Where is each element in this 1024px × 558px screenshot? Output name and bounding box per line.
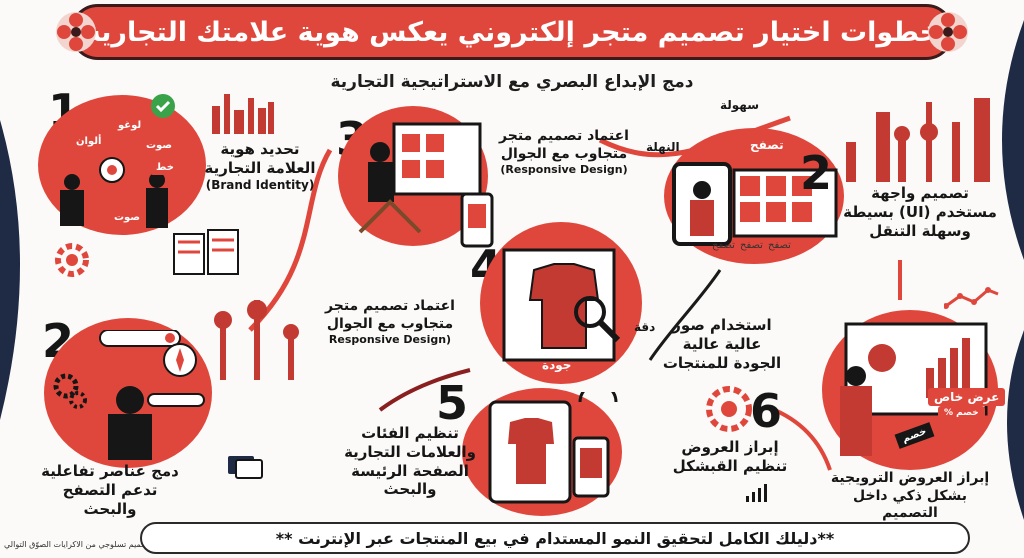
flower-icon (928, 12, 968, 52)
gear-icon (55, 243, 89, 277)
step2ui-text: تصميم واجهة مستخدم (UI) بسيطة وسهلة التن… (843, 184, 997, 240)
tag-colors: ألوان (70, 134, 108, 149)
quality-tag-precision: دقة (634, 320, 656, 334)
cards-icon (228, 456, 263, 479)
interactive-elements-illustration (99, 330, 205, 460)
promo-text: إبراز العروض الترويجية بشكل ذكي داخل الت… (830, 470, 990, 521)
page-title: خطوات اختيار تصميم متجر إلكتروني يعكس هو… (84, 16, 940, 48)
step1-text: تحديد هوية العلامة التجارية (Brand Ident… (204, 140, 316, 192)
step2-text: دمج عناصر تفاعلية تدعم التصفح والبحث (41, 462, 179, 518)
bars-icon (746, 484, 767, 502)
credit-text: تصميم تسلوجي من الاكرايات الصوّق التوالي (4, 540, 151, 549)
ui-design-illustration (672, 162, 838, 246)
skyline-icon (212, 94, 274, 134)
footer-text: **دليلك الكامل لتحقيق النمو المستدام في … (275, 528, 835, 548)
step-number: 5 (436, 376, 469, 430)
gears-icon (53, 373, 87, 409)
trend-icon (944, 287, 999, 309)
tag-font: خط (150, 160, 180, 175)
quality-tag: جودة (542, 358, 572, 372)
tab-browse: تصفح (750, 138, 784, 152)
tag-sound: صوت (140, 138, 178, 153)
step-number: 2 (800, 146, 833, 200)
step4-text: اعتماد تصميم متجر متجاوب مع الجوال (Resp… (325, 298, 455, 346)
promotions-illustration (840, 322, 988, 456)
step-number: 6 (750, 384, 783, 438)
tag-nahla: النهلة (646, 140, 680, 154)
promo-badge-sub: خصم % (938, 406, 985, 420)
categories-illustration (488, 392, 618, 504)
browse-label: تصفح (740, 240, 763, 251)
flower-icon (56, 12, 96, 52)
tag-sound-2: صوت (108, 210, 146, 225)
title-banner: خطوات اختيار تصميم متجر إلكتروني يعكس هو… (70, 4, 954, 60)
compass-icon (706, 386, 752, 432)
footer-banner: **دليلك الكامل لتحقيق النمو المستدام في … (140, 522, 970, 554)
promo-badge: عرض خاص (928, 388, 1006, 406)
browse-label: تصفح (712, 240, 735, 251)
step6-text: إبراز العروض تنظيم القبشكل (672, 438, 788, 475)
skyline-right-icon (846, 98, 990, 182)
images-caption: استخدام صور عالية عالية الجودة للمنتجات (662, 316, 782, 372)
brand-identity-illustration (60, 157, 168, 228)
step5-text: تنظيم الفئات والعلامات التجارية الصفحة ا… (344, 424, 476, 499)
step3-text: اعتماد تصميم متجر متجاوب مع الجوال (Resp… (499, 128, 629, 176)
responsive-design-illustration (358, 122, 494, 248)
subtitle: دمج الإبداع البصري مع الاستراتيجية التجا… (330, 72, 694, 92)
towers-icon (214, 300, 299, 380)
server-icon (173, 229, 239, 275)
tag-logo: لوغو (112, 118, 148, 133)
tag-ease: سهولة (720, 98, 760, 112)
browse-label: تصفح (768, 240, 791, 251)
product-image-illustration (502, 248, 621, 362)
check-icon (151, 94, 175, 118)
